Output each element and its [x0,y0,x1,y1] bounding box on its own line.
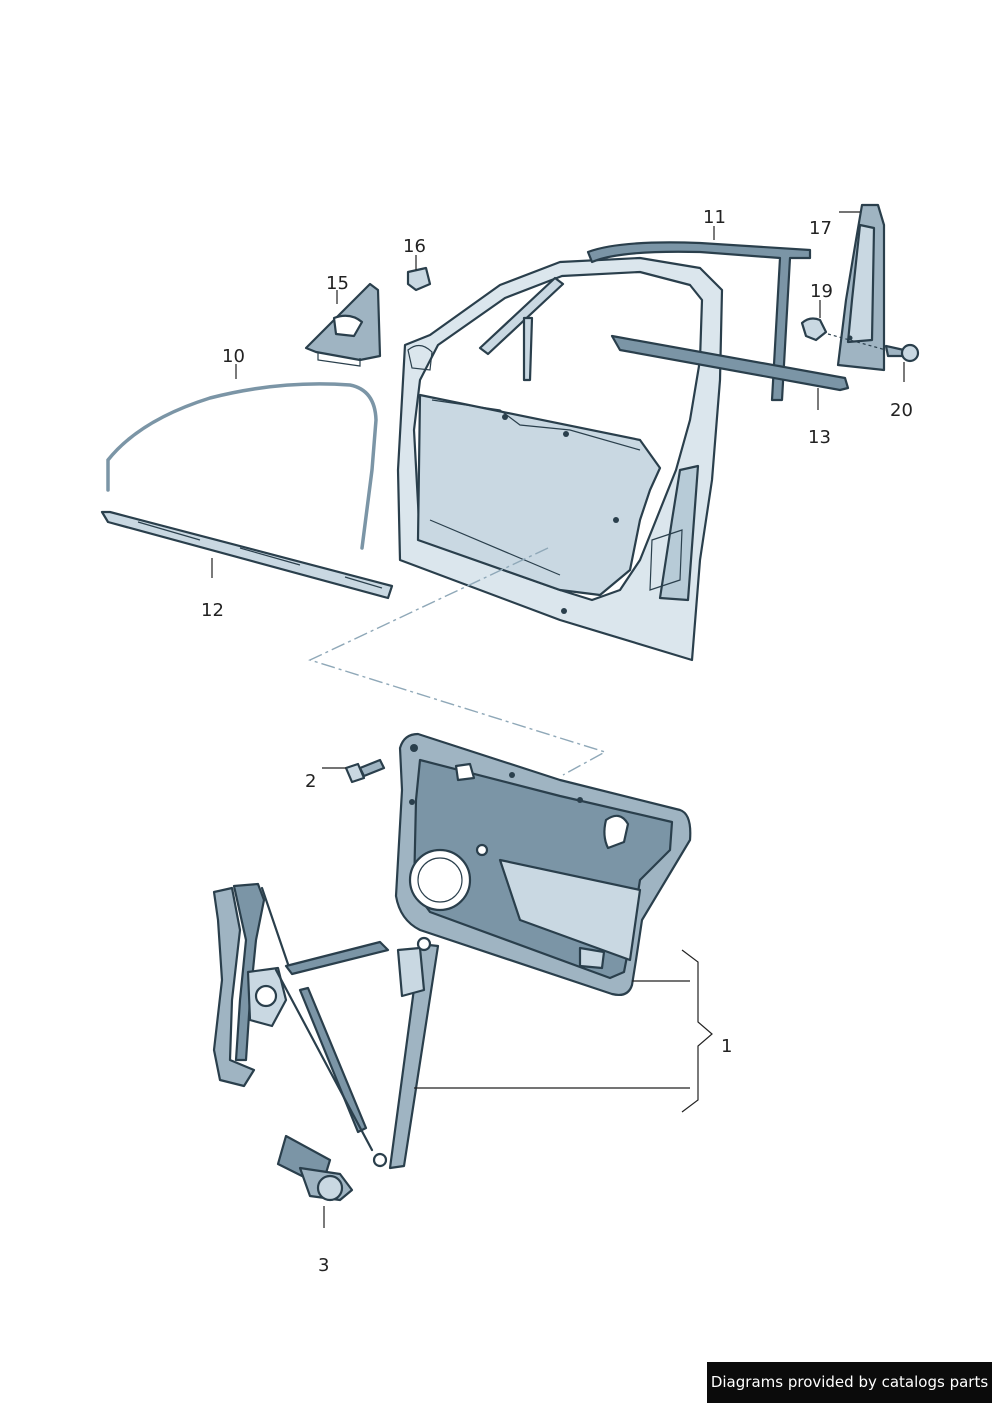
part-12-inner-strip [100,510,394,600]
leader-lines [211,211,905,1228]
part-10-window-seal [106,382,378,550]
callout-2: 2 [305,771,316,792]
door-window-bar [478,276,565,382]
part-16-nut [406,266,432,292]
part-19-clip [800,317,887,351]
callout-1: 1 [721,1036,732,1057]
callout-3: 3 [318,1255,329,1276]
part-20-screw [884,343,920,363]
part-13-outer-strip [610,334,850,392]
part-3-motor [276,1134,354,1202]
callout-17: 17 [809,218,832,239]
callout-12: 12 [201,600,224,621]
callout-10: 10 [222,346,245,367]
part-15-mirror-trim [304,282,382,367]
callout-19: 19 [810,281,833,302]
callout-15: 15 [326,273,349,294]
door-shell [396,256,724,662]
callout-16: 16 [403,236,426,257]
callout-13: 13 [808,427,831,448]
door-module-panel [394,732,692,997]
callout-11: 11 [703,207,726,228]
assembly-line [308,547,607,776]
credit-banner: Diagrams provided by catalogs parts [707,1362,992,1403]
part-2-bolt [344,758,386,784]
part-11-frame-seal [586,241,812,402]
callout-labels: 1 2 3 10 11 12 13 15 16 17 19 20 [201,207,913,1276]
window-regulator [212,882,440,1170]
callout-20: 20 [890,400,913,421]
part-17-pillar-trim [836,203,886,372]
